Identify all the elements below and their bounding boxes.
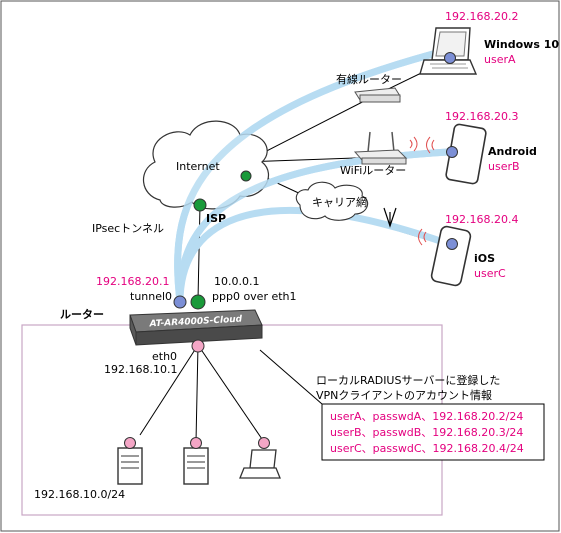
- carrier-cloud: [295, 181, 369, 221]
- lan-node: [190, 437, 202, 449]
- eth0-node: [191, 339, 205, 353]
- tunnel0-node: [173, 295, 187, 309]
- tunnel0-label: tunnel0: [130, 290, 172, 303]
- laptop-icon: [419, 27, 478, 75]
- userB-label: userB: [488, 160, 520, 173]
- ipsec-tunnel-label: IPsecトンネル: [92, 222, 164, 235]
- note-line2: VPNクライアントのアカウント情報: [316, 389, 492, 402]
- lan-subnet-label: 192.168.10.0/24: [34, 488, 125, 501]
- router-label: ルーター: [60, 308, 104, 321]
- ip-tunnel0: 192.168.20.1: [96, 275, 169, 288]
- carrier-label: キャリア網: [312, 195, 367, 209]
- server-icon: [117, 447, 143, 485]
- antenna-tower-icon: [383, 207, 397, 228]
- ios-label: iOS: [474, 252, 495, 265]
- ip-userB: 192.168.20.3: [445, 110, 518, 123]
- main-router-icon: AT-AR4000S-Cloud: [129, 309, 263, 346]
- node-userC: [446, 238, 458, 250]
- ip-userC: 192.168.20.4: [445, 213, 518, 226]
- internet-label: Internet: [176, 160, 220, 173]
- ppp0-node: [190, 294, 206, 310]
- userA-label: userA: [484, 53, 516, 66]
- ppp0-label: ppp0 over eth1: [212, 290, 297, 303]
- wifi-router-label: WiFiルーター: [340, 164, 406, 177]
- ip-eth0: 192.168.10.1: [104, 363, 177, 376]
- windows-label: Windows 10: [484, 38, 559, 51]
- ip-ppp0: 10.0.0.1: [214, 275, 259, 288]
- account-row: userC、passwdC、192.168.20.4/24: [330, 442, 524, 455]
- isp-label: ISP: [206, 212, 226, 225]
- lan-node: [124, 437, 136, 449]
- node-userB: [446, 146, 458, 158]
- lan-node: [258, 437, 270, 449]
- wired-router-label: 有線ルーター: [336, 72, 402, 86]
- node-userA: [444, 52, 456, 64]
- ios-phone-icon: [418, 225, 472, 287]
- note-line1: ローカルRADIUSサーバーに登録した: [316, 373, 500, 387]
- account-row: userB、passwdB、192.168.20.3/24: [330, 426, 523, 439]
- internet-node: [240, 170, 252, 182]
- account-box: [321, 403, 545, 461]
- router-model-label: AT-AR4000S-Cloud: [148, 315, 242, 330]
- server-icon: [183, 447, 209, 485]
- userC-label: userC: [474, 267, 506, 280]
- ip-userA: 192.168.20.2: [445, 10, 518, 23]
- eth0-label: eth0: [152, 350, 177, 363]
- wifi-router-icon: [353, 131, 418, 165]
- android-label: Android: [488, 145, 537, 158]
- isp-node: [193, 198, 207, 212]
- account-row: userA、passwdA、192.168.20.2/24: [330, 410, 523, 423]
- laptop-icon: [239, 449, 281, 479]
- wired-router-icon: [354, 87, 401, 103]
